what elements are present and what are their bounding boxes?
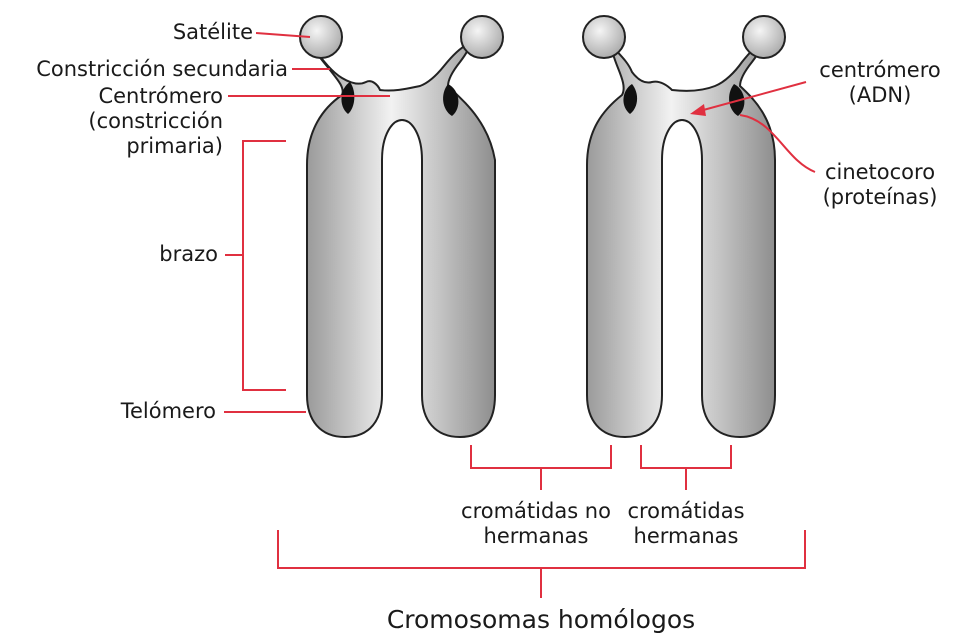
non-sister-bracket (471, 445, 611, 468)
centromere-primary-line1: Centrómero (88, 84, 223, 109)
right-chromosome (583, 16, 785, 437)
right-satellite-1 (583, 16, 625, 58)
homologous-chromosomes-label: Cromosomas homólogos (341, 607, 741, 632)
sister-line1: cromátidas (626, 499, 746, 524)
right-chromosome-body (587, 44, 775, 437)
non-sister-line2: hermanas (446, 524, 626, 549)
kinetochore-line2: (proteínas) (810, 185, 950, 210)
non-sister-line1: cromátidas no (446, 499, 626, 524)
centromere-dna-line2: (ADN) (810, 83, 950, 108)
right-satellite-2 (743, 16, 785, 58)
centromere-primary-label: Centrómero (constricción primaria) (88, 84, 223, 159)
kinetochore-line1: cinetocoro (810, 160, 950, 185)
centromere-dna-label: centrómero (ADN) (810, 58, 950, 108)
sister-bracket (641, 445, 731, 468)
sister-line2: hermanas (626, 524, 746, 549)
satellite-label: Satélite (173, 20, 253, 45)
centromere-primary-line3: primaria) (88, 134, 223, 159)
left-satellite-2 (461, 16, 503, 58)
sister-chromatids-label: cromátidas hermanas (626, 499, 746, 549)
telomere-label: Telómero (121, 399, 216, 424)
non-sister-chromatids-label: cromátidas no hermanas (446, 499, 626, 549)
arm-bracket (243, 141, 286, 390)
kinetochore-label: cinetocoro (proteínas) (810, 160, 950, 210)
centromere-dna-line1: centrómero (810, 58, 950, 83)
arm-label: brazo (159, 242, 218, 267)
left-chromosome (300, 16, 503, 437)
centromere-primary-line2: (constricción (88, 109, 223, 134)
secondary-constriction-label: Constricción secundaria (36, 57, 288, 82)
left-chromosome-body (307, 44, 495, 437)
